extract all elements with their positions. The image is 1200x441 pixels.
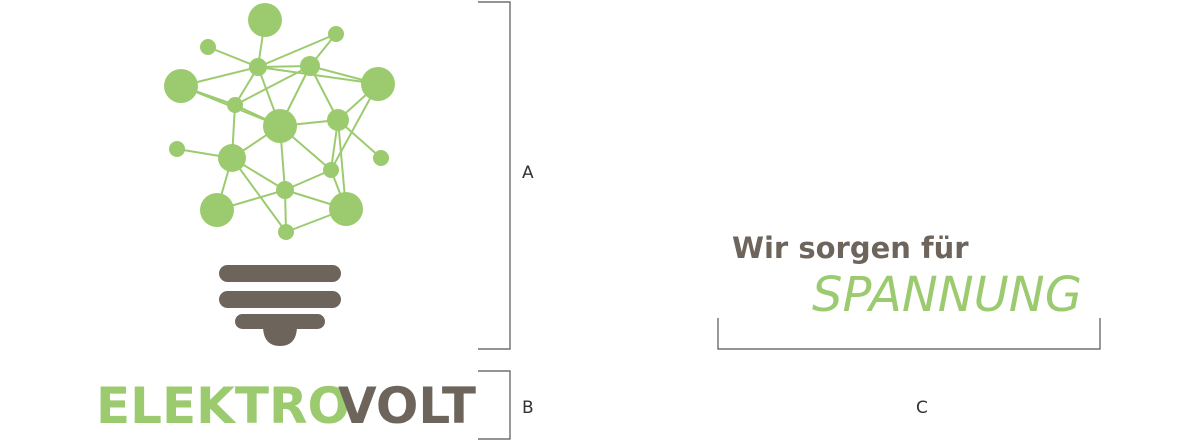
dimension-label-a: A xyxy=(522,163,534,183)
network-edge xyxy=(231,157,287,233)
network-edge xyxy=(234,65,311,106)
network-node xyxy=(361,67,395,101)
network-node xyxy=(373,150,389,166)
bulb-base-icon xyxy=(219,265,341,346)
network-node xyxy=(300,56,320,76)
network-node xyxy=(249,58,267,76)
network-node xyxy=(278,224,294,240)
network-edge xyxy=(257,33,337,68)
bulb-base-bar-3 xyxy=(235,314,325,329)
brand-name-elektro: ELEKTRO xyxy=(96,377,351,435)
dimension-brackets xyxy=(478,1,1101,440)
network-node xyxy=(323,162,339,178)
tagline-line-1: Wir sorgen für xyxy=(732,231,969,265)
dimension-label-c: C xyxy=(916,398,928,418)
tagline-line-2: SPANNUNG xyxy=(812,267,1082,323)
network-node xyxy=(227,97,243,113)
network-node xyxy=(218,144,246,172)
bulb-base-bar-1 xyxy=(219,265,341,282)
bracket-a xyxy=(478,1,511,350)
bracket-b xyxy=(478,370,511,440)
bracket-c xyxy=(717,318,1101,350)
bulb-network-icon xyxy=(164,3,395,240)
network-node xyxy=(328,26,344,42)
network-node xyxy=(276,181,294,199)
brand-name-volt: VOLT xyxy=(338,377,477,435)
network-node xyxy=(169,141,185,157)
bulb-base-tip xyxy=(263,328,297,346)
network-node xyxy=(200,39,216,55)
network-node xyxy=(329,192,363,226)
network-node xyxy=(248,3,282,37)
network-lines xyxy=(176,19,382,233)
network-nodes xyxy=(164,3,395,240)
network-node xyxy=(327,109,349,131)
dimension-label-b: B xyxy=(522,398,534,418)
network-node xyxy=(164,69,198,103)
bulb-base-bar-2 xyxy=(219,291,341,308)
network-node xyxy=(263,109,297,143)
network-node xyxy=(200,193,234,227)
network-edge xyxy=(257,66,379,85)
